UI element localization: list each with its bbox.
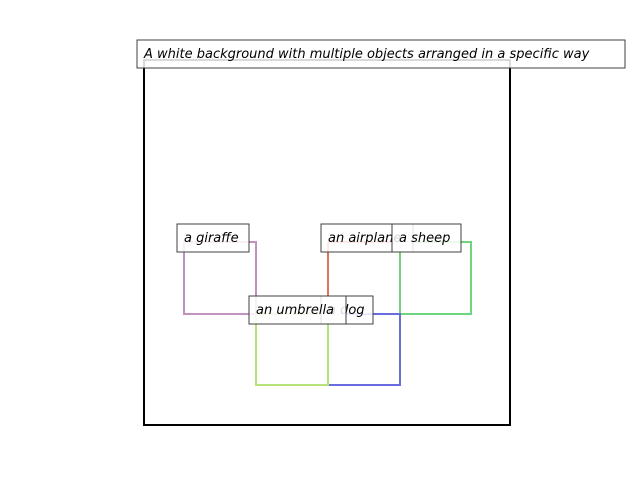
sheep-box bbox=[399, 241, 472, 315]
umbrella-box bbox=[255, 313, 329, 386]
caption-text: A white background with multiple objects… bbox=[143, 47, 590, 62]
svg-text:a sheep: a sheep bbox=[399, 231, 450, 246]
umbrella-label: an umbrella bbox=[248, 295, 347, 325]
svg-text:an airplane: an airplane bbox=[328, 231, 401, 246]
giraffe-box bbox=[183, 241, 257, 315]
dog-box bbox=[327, 313, 401, 386]
caption: A white background with multiple objects… bbox=[136, 39, 626, 69]
giraffe-label: a giraffe bbox=[176, 223, 250, 253]
sheep-label: a sheep bbox=[391, 223, 462, 253]
svg-text:an umbrella: an umbrella bbox=[256, 303, 334, 318]
svg-text:a giraffe: a giraffe bbox=[184, 231, 239, 246]
